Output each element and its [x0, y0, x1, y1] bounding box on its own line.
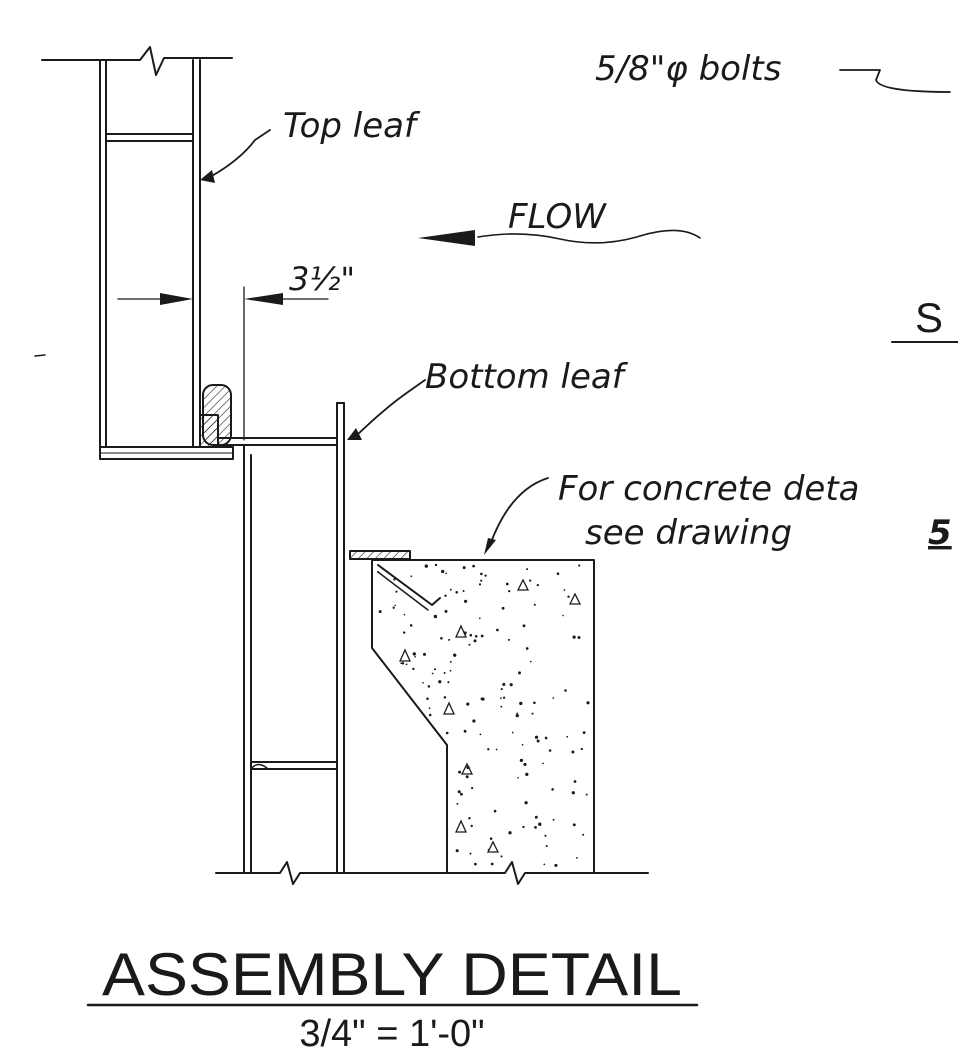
bolts-label: 5/8"φ bolts [595, 49, 781, 89]
dimension-label: 3½" [289, 260, 355, 298]
bottom-leaf-leader [354, 379, 426, 438]
concrete-triangles [398, 578, 582, 853]
concrete-note-line1: For concrete deta [558, 469, 860, 509]
flow-wave [477, 229, 701, 244]
top-leaf-arrowhead [200, 170, 215, 183]
dimension-arrow-left [160, 293, 193, 305]
flow-arrowhead [418, 230, 475, 246]
bolts-leader [839, 69, 951, 93]
bottom-leaf-label: Bottom leaf [425, 357, 629, 397]
concrete-leader [489, 477, 549, 546]
concrete-drawing-ref: 5 [928, 513, 952, 553]
top-break-line [41, 46, 233, 76]
bottom-leaf-gate [215, 402, 649, 885]
section-letter: S [915, 294, 943, 341]
concrete-note-line2: see drawing [585, 513, 792, 553]
concrete-arrowhead [484, 538, 496, 555]
bottom-break-line [215, 861, 649, 885]
drawing-title: ASSEMBLY DETAIL [102, 941, 682, 1008]
dimension-arrow-right [244, 293, 283, 305]
flow-label: FLOW [508, 197, 607, 237]
concrete-aggregate [377, 563, 590, 867]
top-leaf-label: Top leaf [283, 106, 421, 146]
top-leaf-leader [209, 129, 271, 178]
top-leaf-gate [41, 46, 234, 460]
bottom-leaf-arrowhead [347, 428, 362, 440]
drawing-scale: 3/4" = 1'-0" [299, 1013, 484, 1055]
concrete-sill [349, 550, 595, 873]
dimension-callout [117, 286, 329, 441]
